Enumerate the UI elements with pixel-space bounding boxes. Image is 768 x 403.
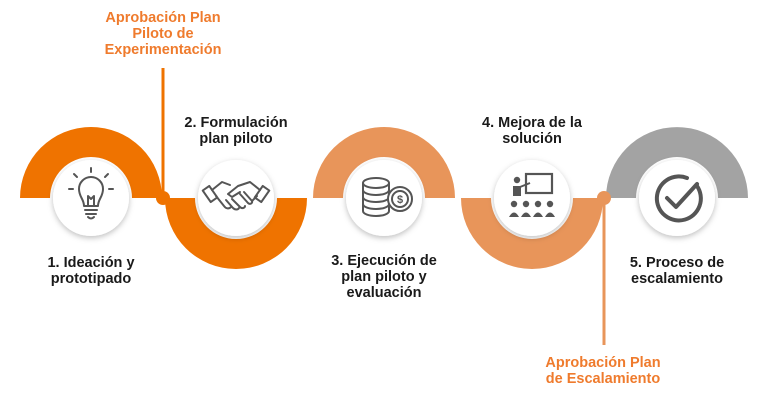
- milestone-1-dot: [156, 191, 170, 205]
- step-2-label: 2. Formulación plan piloto: [184, 115, 288, 147]
- coins-icon: $: [362, 177, 413, 217]
- milestone-1-label: Aprobación Plan Piloto de Experimentació…: [104, 10, 222, 58]
- step-1-arc: [20, 127, 162, 198]
- checkmark-icon: [654, 174, 703, 223]
- step-5-icon-circle: [639, 160, 715, 236]
- step-3-icon-circle: [346, 160, 422, 236]
- step-3-label: 3. Ejecución de plan piloto y evaluación: [331, 253, 437, 301]
- step-5-arc: [606, 127, 748, 198]
- step-1-label: 1. Ideación y prototipado: [47, 255, 135, 287]
- presentation-icon: [509, 172, 555, 217]
- milestone-2-label: Aprobación Plan de Escalamiento: [545, 355, 661, 387]
- step-3-arc: [313, 127, 455, 198]
- step-2-arc: [165, 198, 307, 269]
- step-4-label: 4. Mejora de la solución: [482, 115, 582, 147]
- step-5-label: 5. Proceso de escalamiento: [629, 255, 725, 287]
- step-4-icon-circle: [494, 160, 570, 236]
- lightbulb-icon: [68, 167, 114, 220]
- handshake-icon: [201, 181, 271, 211]
- step-2-icon-circle: [198, 160, 274, 236]
- svg-text:$: $: [397, 194, 403, 206]
- milestone-2-dot: [597, 191, 611, 205]
- step-4-arc: [461, 198, 603, 269]
